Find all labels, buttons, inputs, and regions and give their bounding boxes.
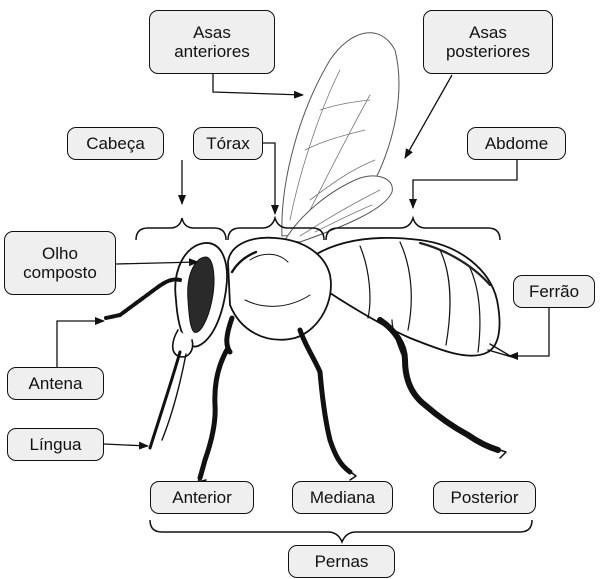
antenna <box>106 279 180 318</box>
label-line: Asas <box>469 23 507 42</box>
label-asas-anteriores: Asas anteriores <box>149 10 275 74</box>
label-abdome: Abdome <box>467 127 566 160</box>
label-line: Olho <box>42 244 78 263</box>
label-posterior: Posterior <box>433 481 536 514</box>
thorax <box>228 238 331 340</box>
label-lingua: Língua <box>7 428 104 461</box>
label-anterior: Anterior <box>150 481 254 514</box>
abdome-arrow <box>413 157 517 208</box>
head-brace <box>136 218 226 240</box>
label-asas-posteriores: Asas posteriores <box>423 10 553 74</box>
label-line: posteriores <box>446 42 530 61</box>
label-olho-composto: Olho composto <box>4 231 116 295</box>
asas-anteriores-arrow <box>213 74 303 95</box>
label-line: composto <box>23 263 97 282</box>
antena-arrow <box>57 321 104 369</box>
label-torax: Tórax <box>193 127 263 160</box>
lingua-arrow <box>104 444 148 446</box>
bee-illustration <box>106 33 512 482</box>
middle-leg <box>300 330 350 472</box>
label-antena: Antena <box>7 367 104 400</box>
ferrao-arrow <box>509 306 549 356</box>
label-cabeca: Cabeça <box>67 127 164 160</box>
torax-arrow <box>263 143 275 214</box>
label-line: Asas <box>193 23 231 42</box>
label-ferrao: Ferrão <box>513 275 595 308</box>
legs-brace <box>150 520 532 542</box>
label-pernas: Pernas <box>288 545 395 578</box>
asas-posteriores-arrow <box>405 75 452 158</box>
label-mediana: Mediana <box>292 481 393 514</box>
label-line: anteriores <box>174 42 250 61</box>
